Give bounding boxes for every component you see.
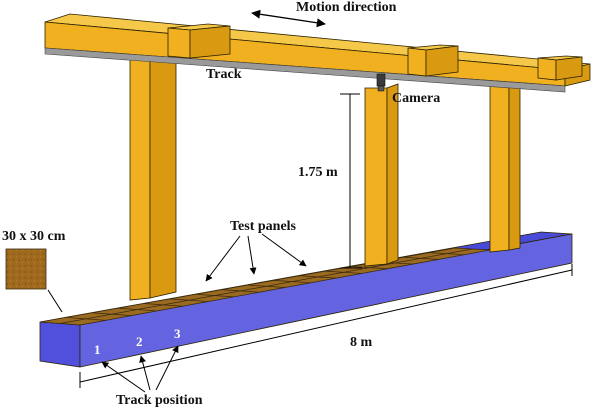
track-bed: [39, 231, 573, 368]
height-dimension: [340, 93, 362, 269]
swatch-leader: [47, 289, 63, 313]
test-panels-arrows: [205, 233, 307, 282]
motion-arrow: [251, 9, 326, 28]
track-bed-front: [39, 321, 81, 368]
track-position-2: 2: [136, 334, 143, 349]
rail: [44, 47, 566, 93]
track-position-label: Track position: [116, 393, 203, 408]
pillar-left: [129, 51, 177, 301]
track-label: Track: [206, 67, 242, 82]
pillar-middle: [364, 83, 399, 267]
panel-size-label: 30 x 30 cm: [2, 229, 66, 244]
panel-swatch: [5, 248, 47, 290]
height-label: 1.75 m: [298, 165, 338, 180]
panel-row-divider: [59, 248, 473, 324]
camera-label: Camera: [392, 91, 440, 106]
track-position-arrows: [101, 345, 179, 393]
length-label: 8 m: [350, 335, 373, 350]
pillar-right: [489, 75, 521, 253]
camera-icon: [376, 73, 386, 92]
top-beam: [44, 13, 591, 93]
track-position-3: 3: [174, 326, 181, 341]
test-panels-label: Test panels: [230, 219, 297, 234]
track-position-1: 1: [94, 342, 101, 357]
panel-grid: [59, 248, 473, 324]
motion-direction-label: Motion direction: [296, 0, 397, 15]
length-dimension: [79, 264, 573, 388]
